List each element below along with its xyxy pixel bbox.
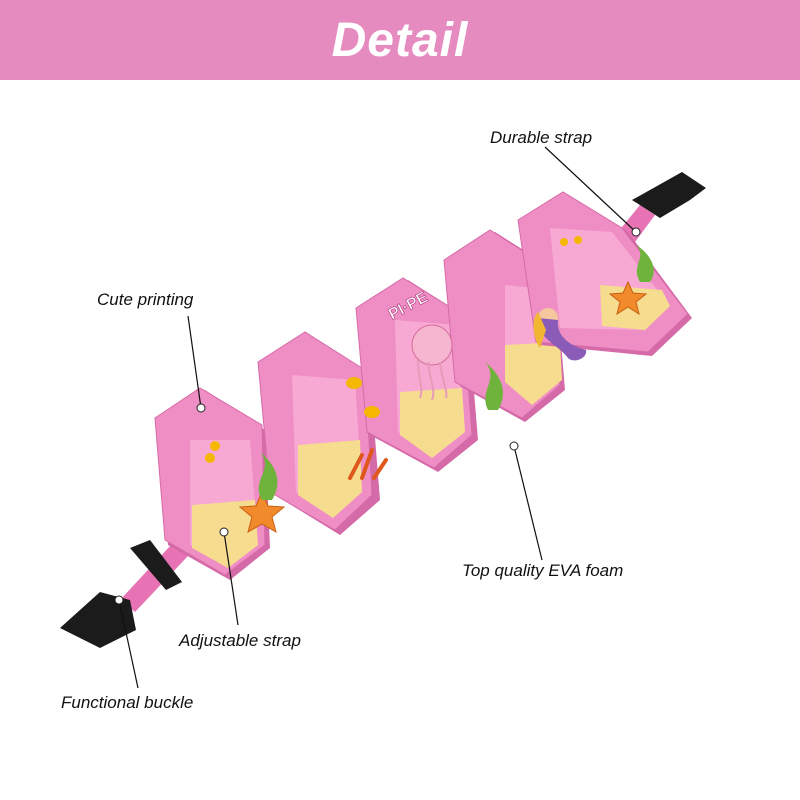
callout-leaders xyxy=(118,146,637,689)
callout-cute-printing: Cute printing xyxy=(97,290,194,309)
callout-functional-buckle: Functional buckle xyxy=(61,693,194,712)
callout-markers xyxy=(114,227,641,605)
seaweed-icon xyxy=(258,245,654,500)
coral-icon xyxy=(348,448,388,480)
callout-top-quality-eva-foam: Top quality EVA foam xyxy=(462,561,624,580)
page-title: Detail xyxy=(331,13,469,67)
fish-icon xyxy=(205,236,582,463)
right-strap xyxy=(618,172,706,242)
jellyfish-icon xyxy=(411,324,453,401)
callout-durable-strap: Durable strap xyxy=(490,128,593,147)
starfish-icon xyxy=(608,280,648,316)
float-block-5 xyxy=(517,191,692,356)
header-banner: Detail xyxy=(0,0,800,80)
float-block-2 xyxy=(257,331,380,535)
starfish-icon xyxy=(238,490,286,534)
float-block-1 xyxy=(154,387,270,580)
callout-adjustable-strap: Adjustable strap xyxy=(179,631,301,650)
mermaid-icon xyxy=(533,308,587,361)
